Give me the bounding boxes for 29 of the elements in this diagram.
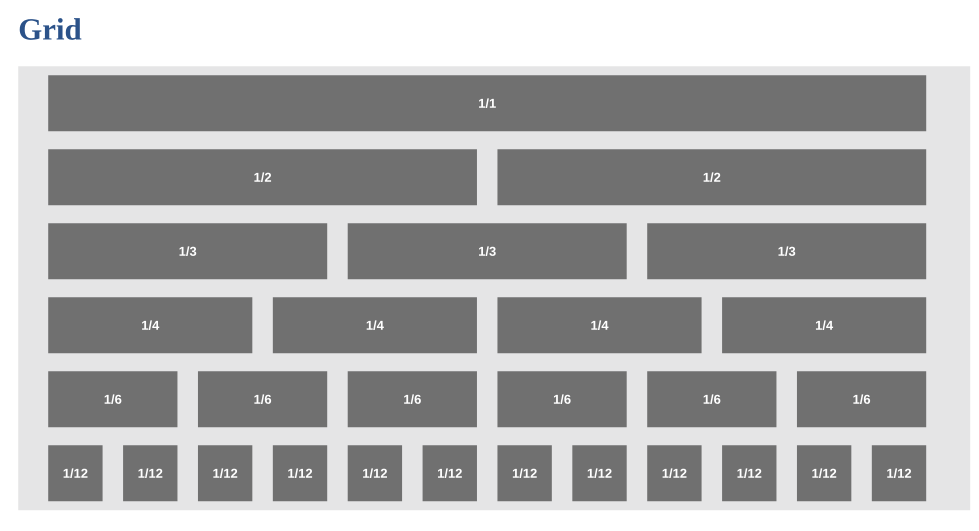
grid-cell: 1/12	[123, 445, 178, 502]
grid-cell: 1/6	[796, 371, 926, 428]
grid-cell: 1/12	[48, 445, 103, 502]
grid-cell: 1/12	[348, 445, 402, 502]
grid-cell: 1/12	[572, 445, 627, 502]
grid-cell: 1/12	[497, 445, 552, 502]
grid-cell: 1/6	[497, 371, 627, 428]
grid-cell: 1/2	[497, 149, 926, 206]
grid-cell: 1/2	[48, 149, 477, 206]
grid-cell: 1/12	[422, 445, 477, 502]
grid-cell: 1/4	[722, 297, 926, 354]
grid-cell: 1/12	[796, 445, 852, 502]
grid-cell: 1/4	[48, 297, 252, 354]
grid-cell: 1/12	[872, 445, 926, 502]
grid-cell: 1/3	[348, 223, 627, 280]
grid-cell: 1/12	[198, 445, 252, 502]
grid-cell: 1/1	[48, 75, 926, 132]
grid-cell: 1/6	[647, 371, 776, 428]
title: Grid	[20, 18, 82, 40]
grid-cell: 1/3	[48, 223, 328, 280]
grid-cell: 1/6	[348, 371, 477, 428]
grid-cell: 1/12	[722, 445, 776, 502]
grid-cell: 1/12	[272, 445, 328, 502]
grid-cell: 1/12	[647, 445, 702, 502]
grid-cell: 1/4	[272, 297, 477, 354]
grid-cell: 1/6	[198, 371, 328, 428]
grid-cell: 1/4	[497, 297, 702, 354]
grid-cell: 1/6	[48, 371, 178, 428]
grid-cell: 1/3	[647, 223, 926, 280]
